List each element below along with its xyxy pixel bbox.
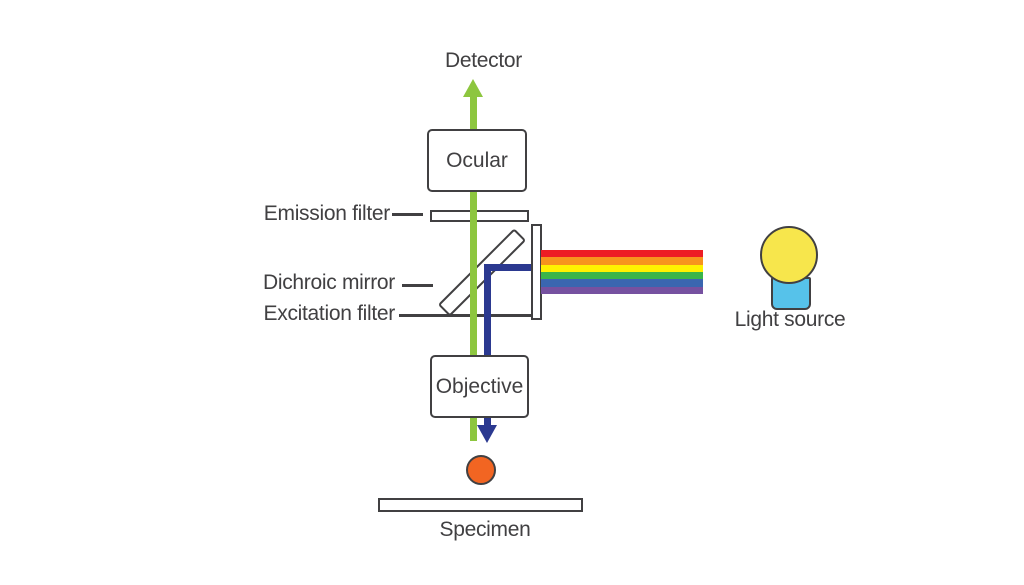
emission-beam-line [470,95,477,441]
specimen-label: Specimen [439,518,531,541]
objective-box: Objective [430,355,529,418]
emission-filter-bar [430,210,529,222]
rainbow-stripe [541,264,703,272]
excitation-filter-label: Excitation filter [263,302,396,325]
emission-filter-label: Emission filter [263,202,391,225]
specimen-dot [466,455,496,485]
objective-label: Objective [435,374,524,398]
rainbow-stripe [541,286,703,294]
rainbow-stripe [541,250,703,258]
dichroic-mirror [437,228,527,317]
emission-beam-arrowhead-icon [463,79,483,97]
rainbow-stripe [541,257,703,265]
specimen-slide-bar [378,498,583,512]
excitation-filter-pointer-line [399,314,531,317]
excitation-beam-vertical-line [484,264,491,425]
rainbow-stripe [541,279,703,287]
ocular-box: Ocular [427,129,527,192]
excitation-beam-arrowhead-icon [477,425,497,443]
light-bulb-icon [760,226,818,284]
excitation-beam-horizontal-line [484,264,531,271]
ocular-label: Ocular [446,148,508,172]
rainbow-stripe [541,271,703,280]
detector-label: Detector [445,49,522,72]
light-source-label: Light source [734,308,846,331]
dichroic-mirror-pointer-line [402,284,433,287]
rainbow-beam [541,250,703,294]
emission-filter-pointer-line [392,213,423,216]
dichroic-mirror-label: Dichroic mirror [262,271,395,294]
